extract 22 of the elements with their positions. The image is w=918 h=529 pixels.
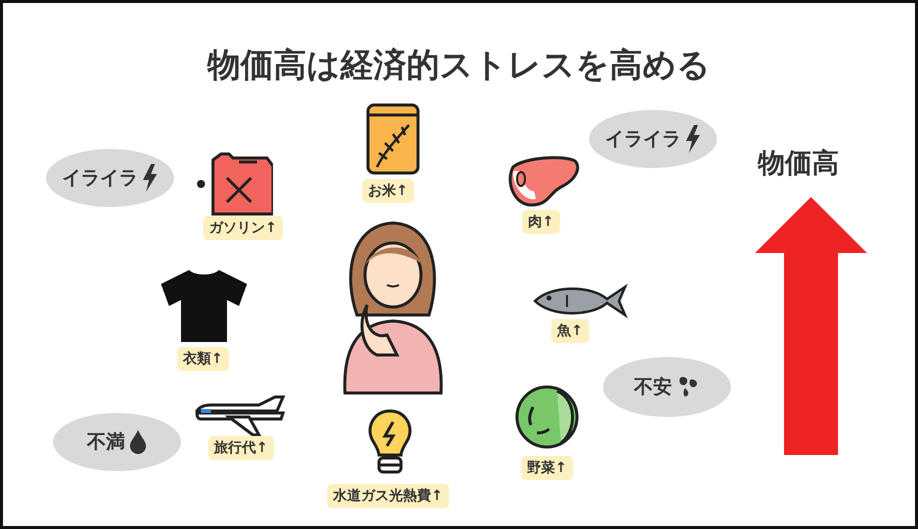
feeling-label: 不満 bbox=[87, 430, 125, 455]
title: 物価高は経済的ストレスを高める bbox=[206, 44, 712, 86]
price-tag bbox=[522, 210, 560, 234]
price-tag bbox=[521, 456, 573, 480]
price-label: 肉↑ bbox=[528, 214, 554, 230]
price-label: ガソリン↑ bbox=[209, 220, 277, 236]
price-tag bbox=[362, 179, 414, 203]
price-label: 野菜↑ bbox=[527, 460, 567, 476]
price-label: お米↑ bbox=[368, 183, 408, 199]
price-tag bbox=[551, 319, 589, 343]
feeling-label: 不安 bbox=[634, 375, 672, 400]
price-tag bbox=[203, 216, 283, 240]
price-label: 水道ガス光熱費↑ bbox=[333, 488, 443, 504]
feeling-label: イライラ bbox=[605, 127, 681, 152]
price-label: 衣類↑ bbox=[183, 351, 223, 367]
feeling-label: イライラ bbox=[62, 166, 138, 191]
price-tag bbox=[208, 436, 274, 460]
price-tag bbox=[327, 484, 449, 508]
price-label: 旅行代↑ bbox=[214, 440, 268, 456]
price-label: 魚↑ bbox=[557, 323, 583, 339]
heading-label: 物価高 bbox=[758, 147, 839, 181]
price-tag bbox=[177, 347, 229, 371]
